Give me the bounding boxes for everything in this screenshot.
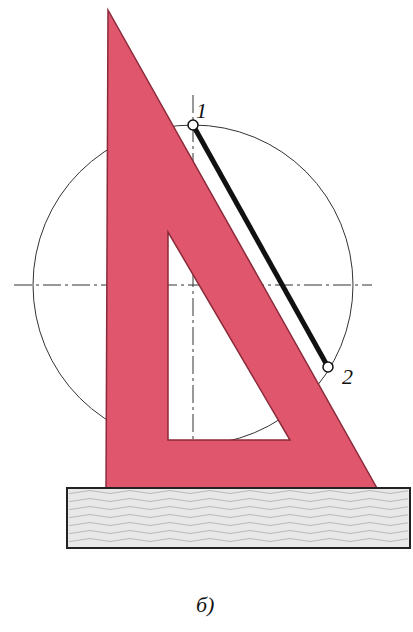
point-number: 1 bbox=[196, 100, 207, 122]
center-line bbox=[193, 95, 194, 470]
set-square bbox=[106, 10, 378, 490]
chord-line bbox=[193, 125, 328, 367]
wood-grain bbox=[69, 490, 408, 546]
ruler bbox=[67, 488, 410, 548]
figure-label: б) bbox=[196, 594, 214, 616]
point-number: 2 bbox=[342, 366, 353, 388]
point-marker bbox=[323, 362, 333, 372]
